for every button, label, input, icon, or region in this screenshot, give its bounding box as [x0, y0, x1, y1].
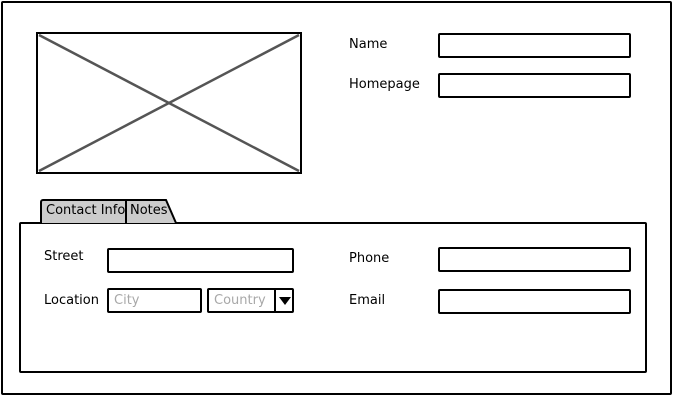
- phone-label: Phone: [349, 251, 390, 266]
- tab-notes-label: Notes: [130, 203, 168, 218]
- street-label: Street: [44, 249, 84, 264]
- name-label: Name: [349, 37, 388, 52]
- name-input[interactable]: [438, 33, 631, 58]
- email-input[interactable]: [438, 289, 631, 314]
- street-input[interactable]: [107, 248, 294, 273]
- location-label: Location: [44, 293, 99, 308]
- tab-contact-info-label: Contact Info: [46, 203, 126, 218]
- homepage-input[interactable]: [438, 73, 631, 98]
- city-input[interactable]: [107, 288, 202, 313]
- phone-input[interactable]: [438, 247, 631, 272]
- tab-contact-info[interactable]: Contact Info: [40, 199, 127, 223]
- chevron-down-icon: [274, 290, 292, 311]
- country-select-text: Country: [214, 293, 266, 308]
- tab-notes[interactable]: Notes: [125, 199, 177, 223]
- email-label: Email: [349, 293, 386, 308]
- homepage-label: Homepage: [349, 77, 420, 92]
- image-placeholder-icon: [36, 32, 302, 174]
- country-select[interactable]: Country: [207, 288, 294, 313]
